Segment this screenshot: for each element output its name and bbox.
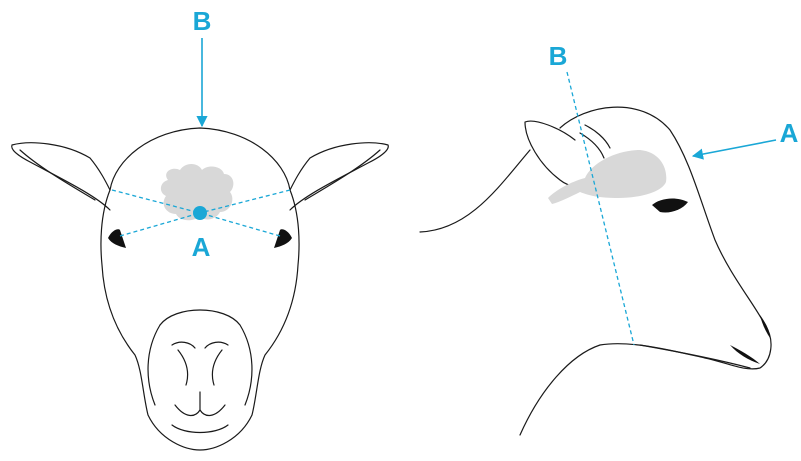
side-view: B A: [420, 41, 799, 435]
side-ear-inner: [585, 125, 610, 148]
front-point-a: [193, 206, 207, 220]
side-eye: [652, 198, 688, 212]
front-right-nostril: [212, 350, 222, 385]
front-chin: [172, 425, 228, 433]
front-guide-right-lower: [200, 213, 280, 236]
front-left-nostril: [178, 350, 188, 385]
front-left-eye: [108, 229, 126, 248]
front-guide-left-lower: [120, 213, 200, 236]
front-muzzle-left: [148, 325, 160, 405]
front-right-ear-inner: [305, 150, 380, 200]
front-nostril-top-right: [205, 342, 228, 348]
side-nostril: [760, 315, 770, 338]
front-right-eye: [274, 229, 292, 248]
side-arrow-a: [693, 140, 776, 156]
side-ear: [525, 121, 590, 186]
side-label-b: B: [549, 41, 568, 71]
side-guide-b: [567, 72, 634, 345]
side-label-a: A: [780, 118, 799, 148]
front-label-b: B: [193, 6, 212, 36]
side-mouth-mark: [730, 345, 760, 364]
side-ear-inner-2: [580, 133, 604, 158]
front-muzzle: [160, 310, 252, 405]
front-label-a: A: [192, 232, 211, 262]
front-left-ear-inner: [20, 150, 95, 200]
side-back-line: [420, 150, 530, 232]
front-view: B A: [12, 6, 389, 450]
side-brain: [548, 150, 666, 204]
front-nostril-top-left: [172, 342, 195, 348]
